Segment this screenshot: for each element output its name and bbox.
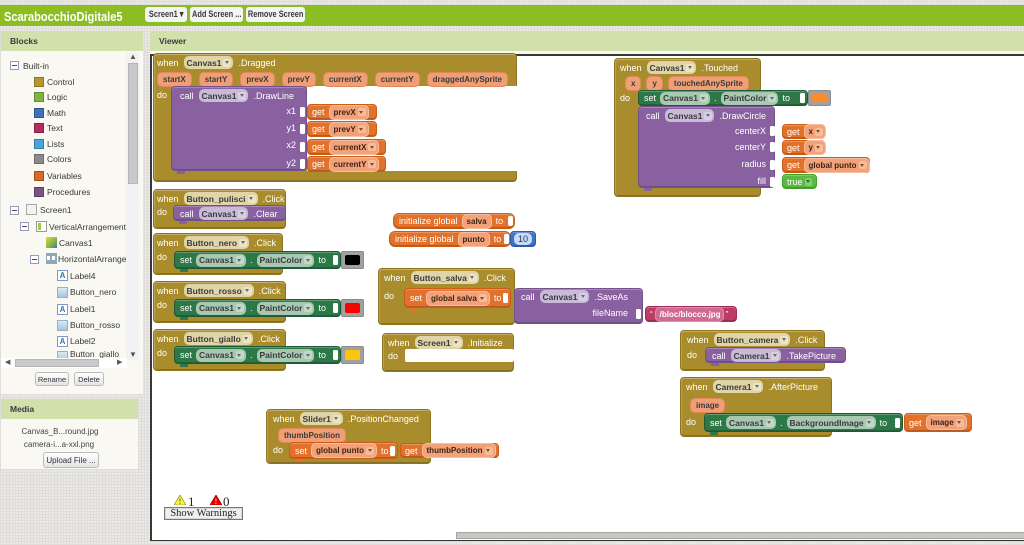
svg-text:!: ! <box>215 497 218 505</box>
svg-text:!: ! <box>179 497 182 505</box>
